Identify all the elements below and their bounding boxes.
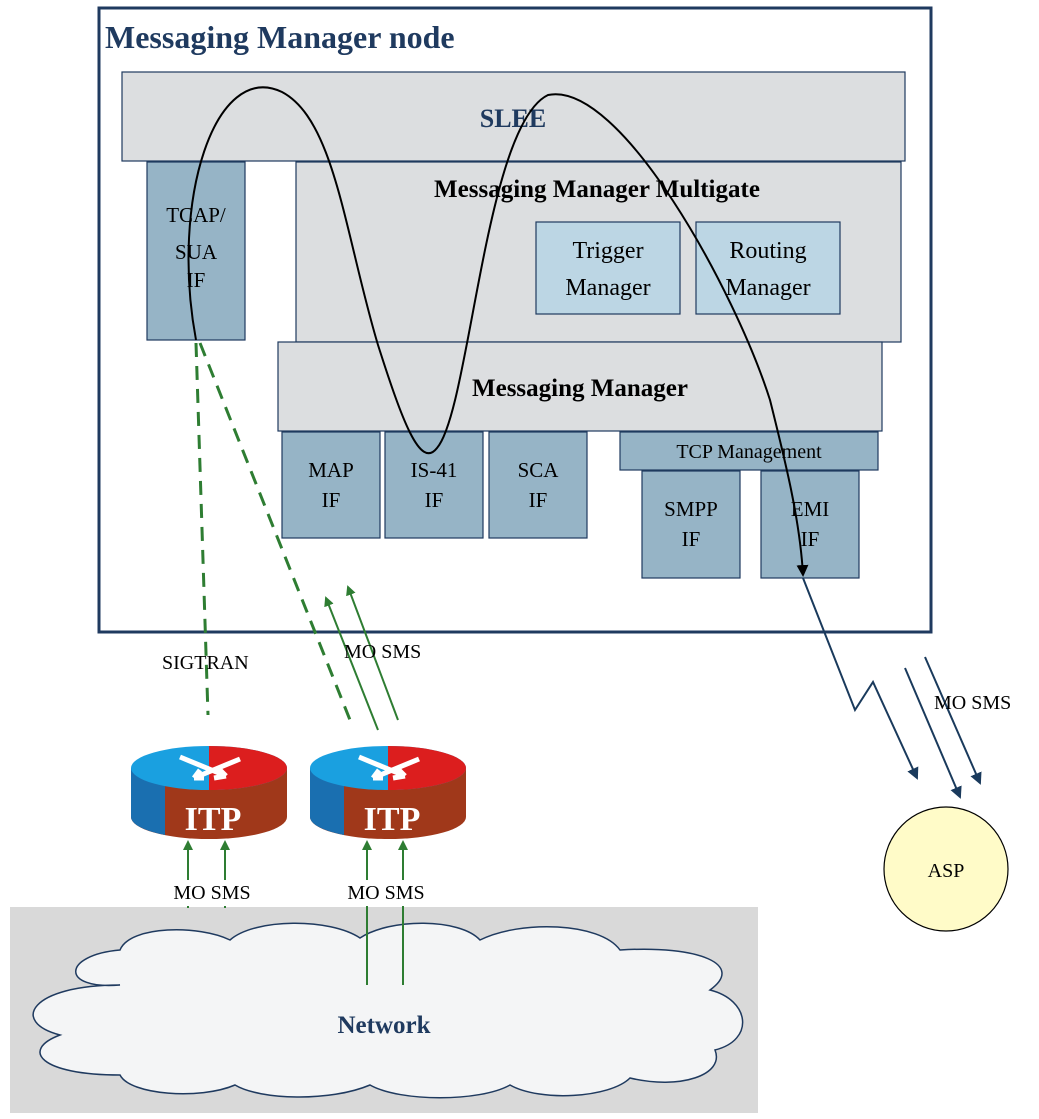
mo-sms-label-itp2: MO SMS — [347, 882, 424, 904]
network-label: Network — [337, 1012, 430, 1039]
itp-label-1: ITP — [185, 801, 242, 838]
routing-manager-line1: Routing — [729, 238, 806, 264]
mo-sms-arrow-asp-2 — [924, 656, 982, 785]
tcap-sua-label-line2: SUA — [175, 240, 218, 264]
sca-if-box — [488, 431, 588, 539]
asp-node — [883, 806, 1009, 932]
map-if-line2: IF — [322, 488, 341, 512]
multigate-label: Messaging Manager Multigate — [434, 176, 760, 203]
mo-sms-label-asp: MO SMS — [934, 692, 1011, 714]
map-if-box — [281, 431, 381, 539]
tcap-sua-label-line3: IF — [187, 268, 206, 292]
trigger-manager-line1: Trigger — [572, 238, 643, 264]
itp-router-1: ITP — [131, 746, 287, 839]
mo-sms-arrow-upper-2 — [346, 585, 399, 721]
tcp-management-box — [619, 431, 879, 471]
mo-sms-arrow-upper-1 — [324, 596, 379, 731]
messaging-manager-label: Messaging Manager — [472, 375, 688, 402]
is41-if-box — [384, 431, 484, 539]
trigger-manager-box — [535, 221, 681, 315]
message-flow-curve — [187, 86, 809, 577]
tcp-management-label: TCP Management — [676, 441, 822, 463]
mo-sms-label-upper: MO SMS — [344, 641, 421, 663]
slee-label: SLEE — [480, 104, 547, 133]
itp-router-2: ITP — [310, 746, 466, 839]
mo-sms-label-itp1-bg — [158, 880, 268, 906]
network-cloud — [32, 922, 744, 1099]
asp-label: ASP — [928, 860, 965, 882]
tcap-sua-if-box — [146, 161, 246, 341]
sigtran-label: SIGTRAN — [162, 652, 249, 674]
sca-if-line1: SCA — [518, 458, 560, 482]
map-if-line1: MAP — [308, 458, 354, 482]
mo-sms-label-itp1: MO SMS — [173, 882, 250, 904]
is41-if-line1: IS-41 — [411, 458, 458, 482]
emi-if-box — [760, 470, 860, 579]
smpp-if-box — [641, 470, 741, 579]
emi-to-asp-lightning-link — [802, 577, 919, 780]
node-title: Messaging Manager node — [105, 19, 455, 55]
trigger-manager-line2: Manager — [565, 275, 650, 301]
mo-sms-label-itp2-bg — [334, 880, 444, 906]
tcap-sua-label-line1: TCAP/ — [166, 203, 226, 227]
mo-sms-arrow-asp-1 — [904, 667, 962, 799]
sigtran-dashed-link-1 — [194, 342, 210, 716]
smpp-if-line1: SMPP — [664, 497, 718, 521]
messaging-manager-box — [277, 341, 883, 432]
is41-if-line2: IF — [425, 488, 444, 512]
itp-label-2: ITP — [364, 801, 421, 838]
emi-if-line2: IF — [801, 527, 820, 551]
smpp-if-line2: IF — [682, 527, 701, 551]
routing-manager-line2: Manager — [725, 275, 810, 301]
sca-if-line2: IF — [529, 488, 548, 512]
routing-manager-box — [695, 221, 841, 315]
